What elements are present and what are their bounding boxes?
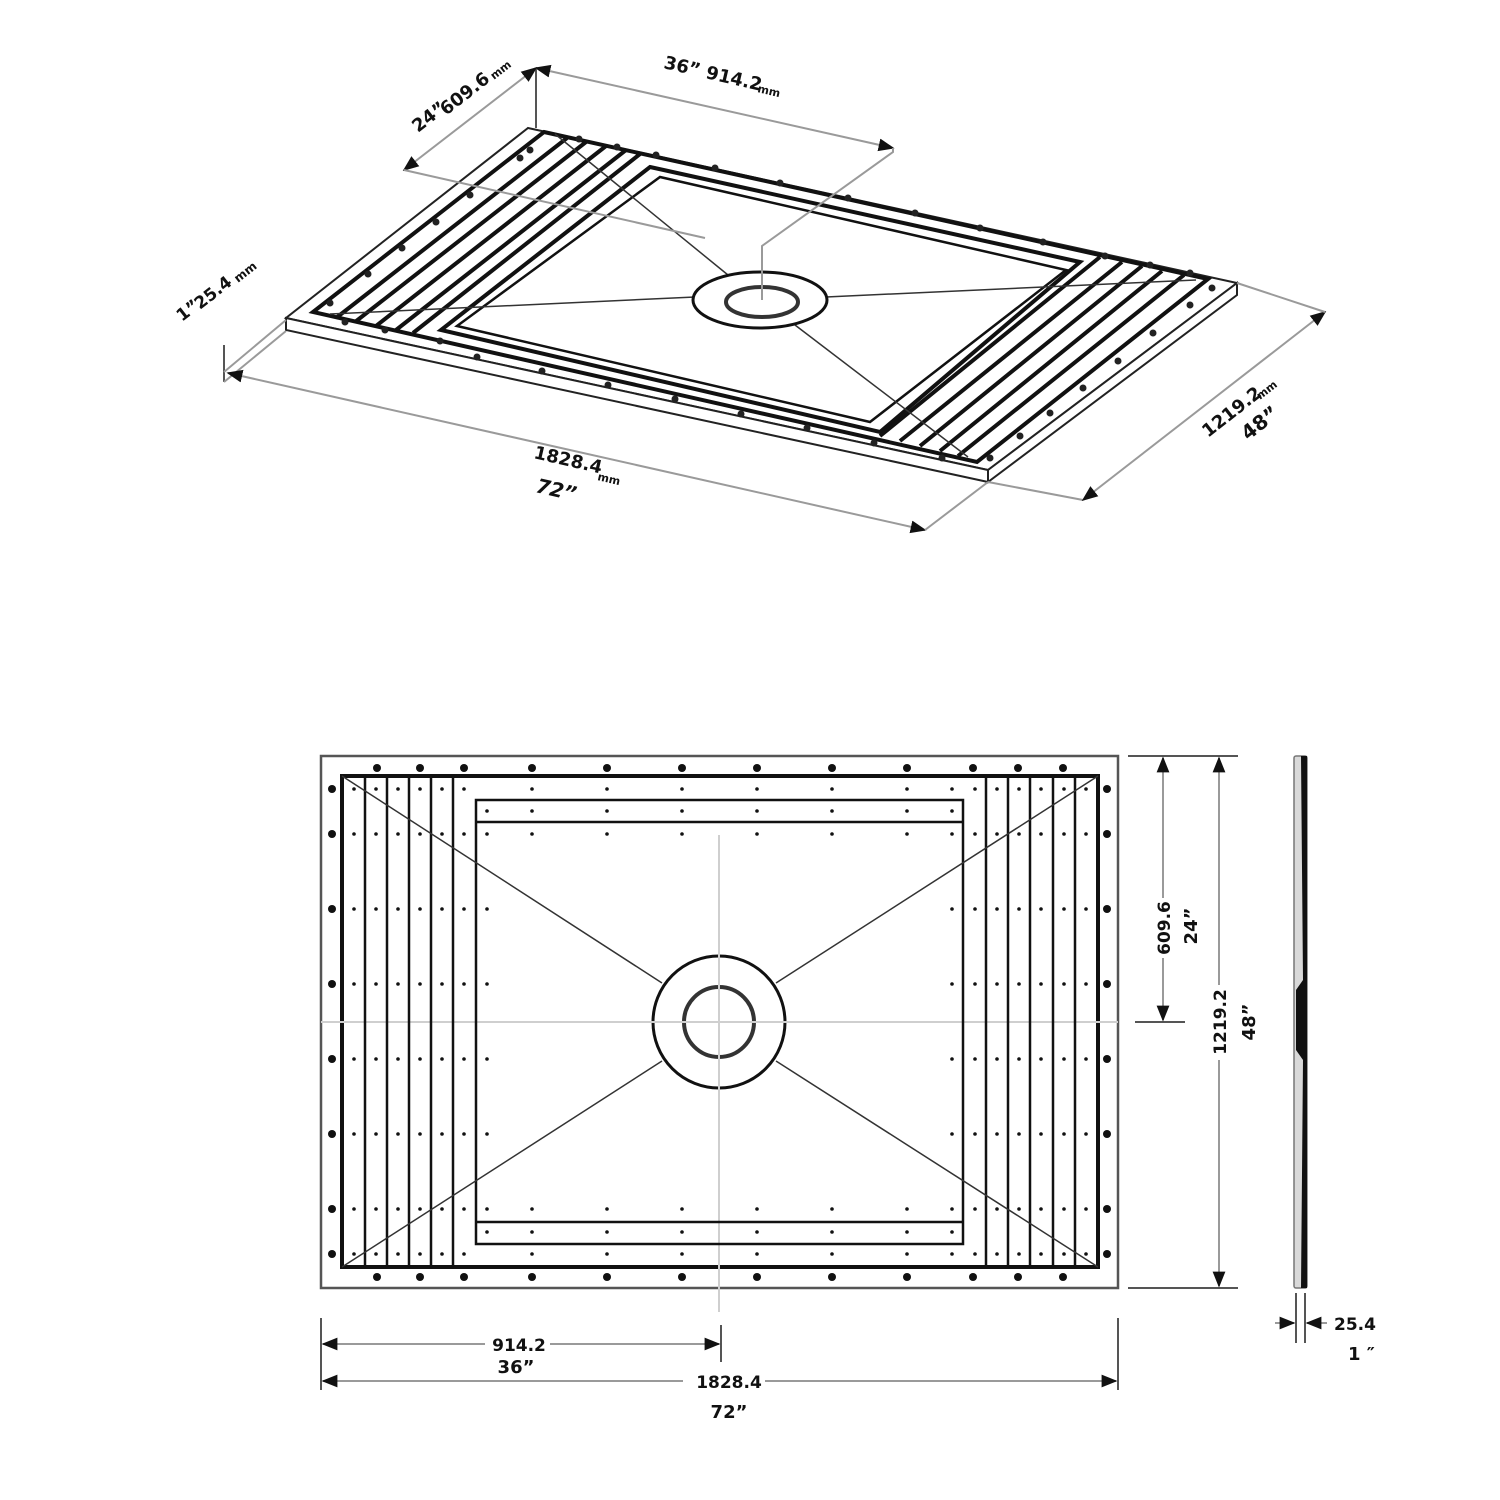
- iso-label-1828-unit: mm: [596, 470, 621, 488]
- plan-view: 914.2 36” 1828.4 72” 609.6 24” 1219.2 48…: [319, 754, 1260, 1423]
- iso-dimension-lines: [223, 64, 1327, 534]
- iso-label-25-unit: mm: [231, 259, 259, 285]
- plan-right-slats: [984, 776, 1077, 1267]
- plan-label-48-inch: 48”: [1239, 1004, 1260, 1041]
- iso-label-36-inch: 36”: [662, 52, 703, 81]
- plan-slope-lines: [341, 775, 1099, 1268]
- iso-label-914-unit: mm: [756, 82, 781, 100]
- isometric-view: 24” 609.6 mm 36” 914.2 mm 1” 25.4 mm 182…: [173, 52, 1327, 534]
- iso-label-1219-unit: mm: [1254, 378, 1280, 402]
- iso-label-609-mm: 609.6: [436, 68, 494, 120]
- plan-interior-dots: [352, 787, 1088, 1256]
- plan-center-panel: [474, 798, 965, 1246]
- iso-label-914-mm: 914.2: [704, 62, 764, 95]
- plan-left-slats: [363, 776, 455, 1267]
- plan-dimension-lines: [320, 755, 1238, 1390]
- plan-label-24-inch: 24”: [1181, 908, 1202, 945]
- side-view: 25.4 1 ″: [1275, 755, 1376, 1365]
- iso-left-slats: [334, 136, 642, 335]
- iso-label-72-inch: 72”: [534, 473, 579, 506]
- plan-label-36-inch: 36”: [498, 1357, 535, 1378]
- plan-label-1828: 1828.4: [696, 1373, 762, 1393]
- plan-label-914: 914.2: [492, 1336, 546, 1356]
- plan-label-609: 609.6: [1155, 901, 1175, 955]
- plan-label-1219: 1219.2: [1211, 989, 1231, 1055]
- side-label-1-inch: 1 ″: [1348, 1344, 1375, 1365]
- plan-label-72-inch: 72”: [711, 1402, 748, 1423]
- iso-label-609-unit: mm: [488, 58, 514, 82]
- side-slope-shading: [1296, 756, 1307, 1288]
- iso-label-1828-mm: 1828.4: [532, 442, 604, 478]
- iso-tray-outline: [308, 129, 1213, 465]
- side-label-25: 25.4: [1334, 1315, 1376, 1335]
- iso-label-25-mm: 25.4: [191, 272, 237, 314]
- plan-perimeter-holes: [328, 764, 1111, 1281]
